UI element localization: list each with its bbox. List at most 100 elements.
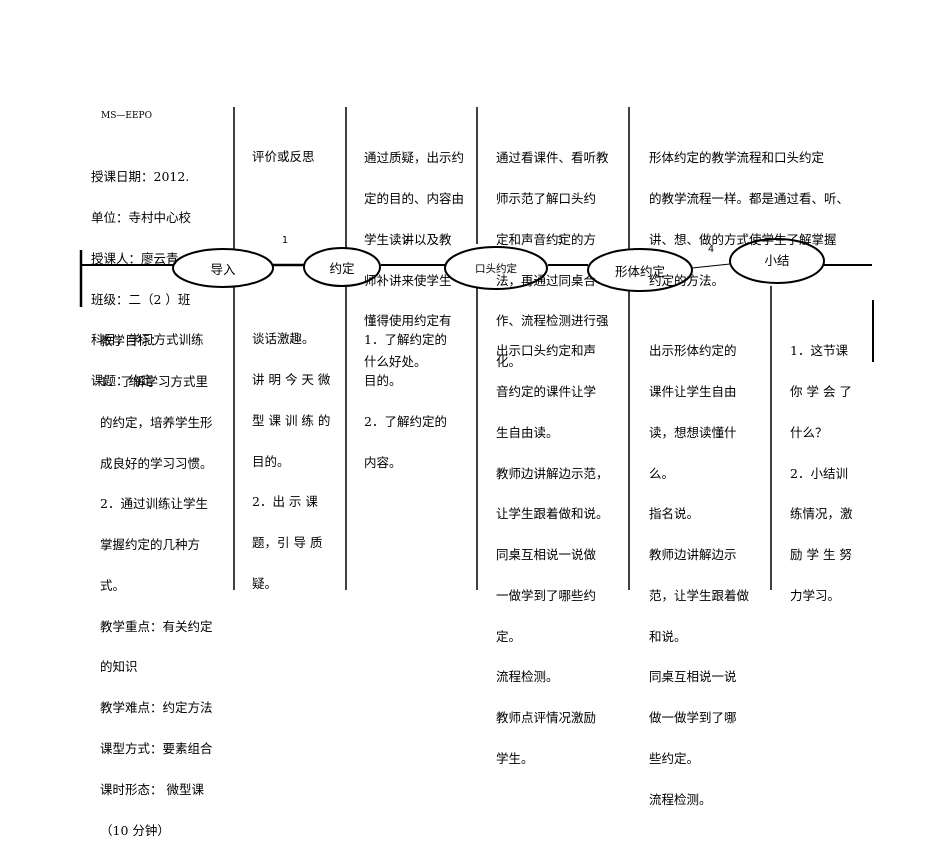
text-line: 你 学 会 了 bbox=[790, 383, 852, 399]
text-line: 出示口头约定和声 bbox=[496, 343, 597, 359]
info-line: 单位：寺村中心校 bbox=[91, 209, 192, 225]
text-line: 和说。 bbox=[649, 628, 687, 644]
text-line: 生自由读。 bbox=[496, 424, 559, 440]
text-line: 通过质疑，出示约 bbox=[364, 150, 465, 166]
top-text-oral: 通过看课件、看听教 师示范了解口头约 定和声音约定的方 法，再通过同桌合 作、流… bbox=[496, 124, 609, 382]
bottom-text-intro: 谈话激趣。 讲 明 今 天 微 型 课 训 练 的 目的。 2．出 示 课 题，… bbox=[252, 305, 330, 604]
bottom-text-objectives: 教学目标： 1．了解学习方式里 的约定，培养学生形 成良好的学习习惯。 2．通过… bbox=[100, 307, 213, 851]
step-number: 3 bbox=[557, 235, 564, 246]
text-line: 做一做学到了哪 bbox=[649, 710, 737, 726]
text-line: 音约定的课件让学 bbox=[496, 383, 597, 399]
node-label-intro: 导入 bbox=[210, 261, 236, 277]
text-line: 一做学到了哪些约 bbox=[496, 587, 597, 603]
text-line: 定。 bbox=[496, 628, 522, 644]
node-ellipse-body bbox=[587, 248, 693, 292]
text-line: 出示形体约定的 bbox=[649, 343, 737, 359]
text-line: 评价或反思 bbox=[252, 149, 315, 165]
text-line: 目的。 bbox=[252, 453, 290, 469]
info-line: 科目：学习方式训练 bbox=[91, 332, 204, 348]
text-line: 式。 bbox=[100, 577, 126, 593]
text-line: 课时形态： 微型课 bbox=[100, 781, 204, 797]
text-line: 流程检测。 bbox=[496, 669, 559, 685]
text-line: 么。 bbox=[649, 465, 675, 481]
text-line: 通过看课件、看听教 bbox=[496, 150, 609, 166]
node-ellipse-oral bbox=[444, 246, 548, 290]
text-line: 范，让学生跟着做 bbox=[649, 587, 750, 603]
node-label-agreement: 约定 bbox=[329, 260, 355, 276]
text-line: 作、流程检测进行强 bbox=[496, 313, 609, 329]
step-number: 1 bbox=[282, 235, 289, 246]
text-line: 教师边讲解边示 bbox=[649, 547, 737, 563]
text-line: 的教学流程一样。都是通过看、听、 bbox=[649, 190, 850, 206]
node-ellipse-intro bbox=[172, 248, 274, 288]
text-line: 师补讲来使学生 bbox=[364, 272, 452, 288]
text-line: 学生。 bbox=[496, 751, 534, 766]
text-line: 学生读讲以及教 bbox=[364, 231, 452, 247]
text-line: 懂得使用约定有 bbox=[364, 313, 452, 329]
text-line: 什么？ bbox=[790, 424, 828, 440]
text-line: 教师点评情况激励 bbox=[496, 710, 597, 726]
text-line: 的约定，培养学生形 bbox=[100, 414, 213, 430]
info-line: 课题：约定 bbox=[91, 373, 154, 389]
text-line: 定的目的、内容由 bbox=[364, 190, 465, 206]
top-text-body: 形体约定的教学流程和口头约定 的教学流程一样。都是通过看、听、 讲、想、做的方式… bbox=[649, 124, 849, 301]
text-line: 让学生跟着做和说。 bbox=[496, 506, 609, 522]
text-line: （10 分钟） bbox=[100, 822, 170, 838]
text-line: 的知识 bbox=[100, 659, 138, 675]
text-line: 法，再通过同桌合 bbox=[496, 272, 597, 288]
text-line: 教学目标： bbox=[100, 333, 163, 349]
text-line: 谈话激趣。 bbox=[252, 331, 315, 347]
text-line: 2．通过训练让学生 bbox=[100, 496, 208, 512]
text-line: 同桌互相说一说做 bbox=[496, 547, 597, 563]
text-line: 成良好的学习习惯。 bbox=[100, 455, 213, 471]
text-line: 什么好处。 bbox=[364, 354, 427, 370]
text-line: 力学习。 bbox=[790, 587, 841, 603]
text-line: 课件让学生自由 bbox=[649, 383, 737, 399]
text-line: 讲、想、做的方式使学生了解掌握 bbox=[649, 231, 837, 247]
bottom-text-summary: 1．这节课 你 学 会 了 什么？ 2．小结训 练情况，激 励 学 生 努 力学… bbox=[790, 317, 853, 616]
info-line: 授课人：廖云青 bbox=[91, 250, 179, 266]
timeline-segment bbox=[691, 263, 731, 269]
text-line: 疑。 bbox=[252, 575, 278, 591]
diagram-lines bbox=[79, 107, 874, 590]
text-line: 1．这节课 bbox=[790, 343, 848, 359]
text-line: 定和声音约定的方 bbox=[496, 231, 597, 247]
step-number: 2 bbox=[403, 235, 410, 246]
text-line: 师示范了解口头约 bbox=[496, 190, 597, 206]
text-line: 课型方式：要素组合 bbox=[100, 741, 213, 756]
text-line: 指名说。 bbox=[649, 506, 700, 522]
text-line: 教学难点：约定方法 bbox=[100, 700, 213, 716]
top-text-reflection: 评价或反思 bbox=[252, 123, 315, 177]
bottom-text-oral: 出示口头约定和声 音约定的课件让学 生自由读。 教师边讲解边示范， 让学生跟着做… bbox=[496, 317, 609, 779]
text-line: 化。 bbox=[496, 354, 522, 370]
node-label-body: 形体约定 bbox=[614, 263, 665, 279]
text-line: 题，引 导 质 bbox=[252, 535, 323, 551]
text-line: 些约定。 bbox=[649, 751, 700, 766]
top-text-agreement: 通过质疑，出示约 定的目的、内容由 学生读讲以及教 师补讲来使学生 懂得使用约定… bbox=[364, 124, 464, 382]
info-line: 班级：二（2 ）班 bbox=[91, 291, 191, 307]
text-line: 同桌互相说一说 bbox=[649, 669, 737, 685]
text-line: 型 课 训 练 的 bbox=[252, 412, 331, 428]
text-line: 约定的方法。 bbox=[649, 272, 725, 288]
text-line: 2．出 示 课 bbox=[252, 494, 318, 510]
info-line: 授课日期：2012. bbox=[91, 169, 190, 185]
document-code: MS—EEPO bbox=[101, 111, 152, 121]
text-line: 教师边讲解边示范， bbox=[496, 465, 609, 481]
bottom-text-body: 出示形体约定的 课件让学生自由 读，想想读懂什 么。 指名说。 教师边讲解边示 … bbox=[649, 317, 749, 820]
text-line: 流程检测。 bbox=[649, 791, 712, 807]
text-line: 读，想想读懂什 bbox=[649, 424, 737, 440]
node-label-oral: 口头约定 bbox=[475, 262, 517, 275]
text-line: 2．了解约定的 bbox=[364, 413, 447, 429]
bottom-text-agreement: 1．了解约定的 目的。 2．了解约定的 内容。 bbox=[364, 306, 447, 483]
text-line: 励 学 生 努 bbox=[790, 547, 852, 563]
text-line: 目的。 bbox=[364, 372, 402, 388]
node-label-summary: 小结 bbox=[764, 252, 790, 268]
node-ellipse-summary bbox=[729, 238, 825, 284]
text-line: 1．了解学习方式里 bbox=[100, 373, 208, 389]
text-line: 掌握约定的几种方 bbox=[100, 537, 201, 553]
lesson-info: 授课日期：2012. 单位：寺村中心校 授课人：廖云青 班级：二（2 ）班 科目… bbox=[91, 143, 204, 401]
step-number: 4 bbox=[708, 244, 715, 255]
text-line: 2．小结训 bbox=[790, 465, 848, 481]
text-line: 形体约定的教学流程和口头约定 bbox=[649, 150, 825, 166]
text-line: 讲 明 今 天 微 bbox=[252, 371, 331, 387]
